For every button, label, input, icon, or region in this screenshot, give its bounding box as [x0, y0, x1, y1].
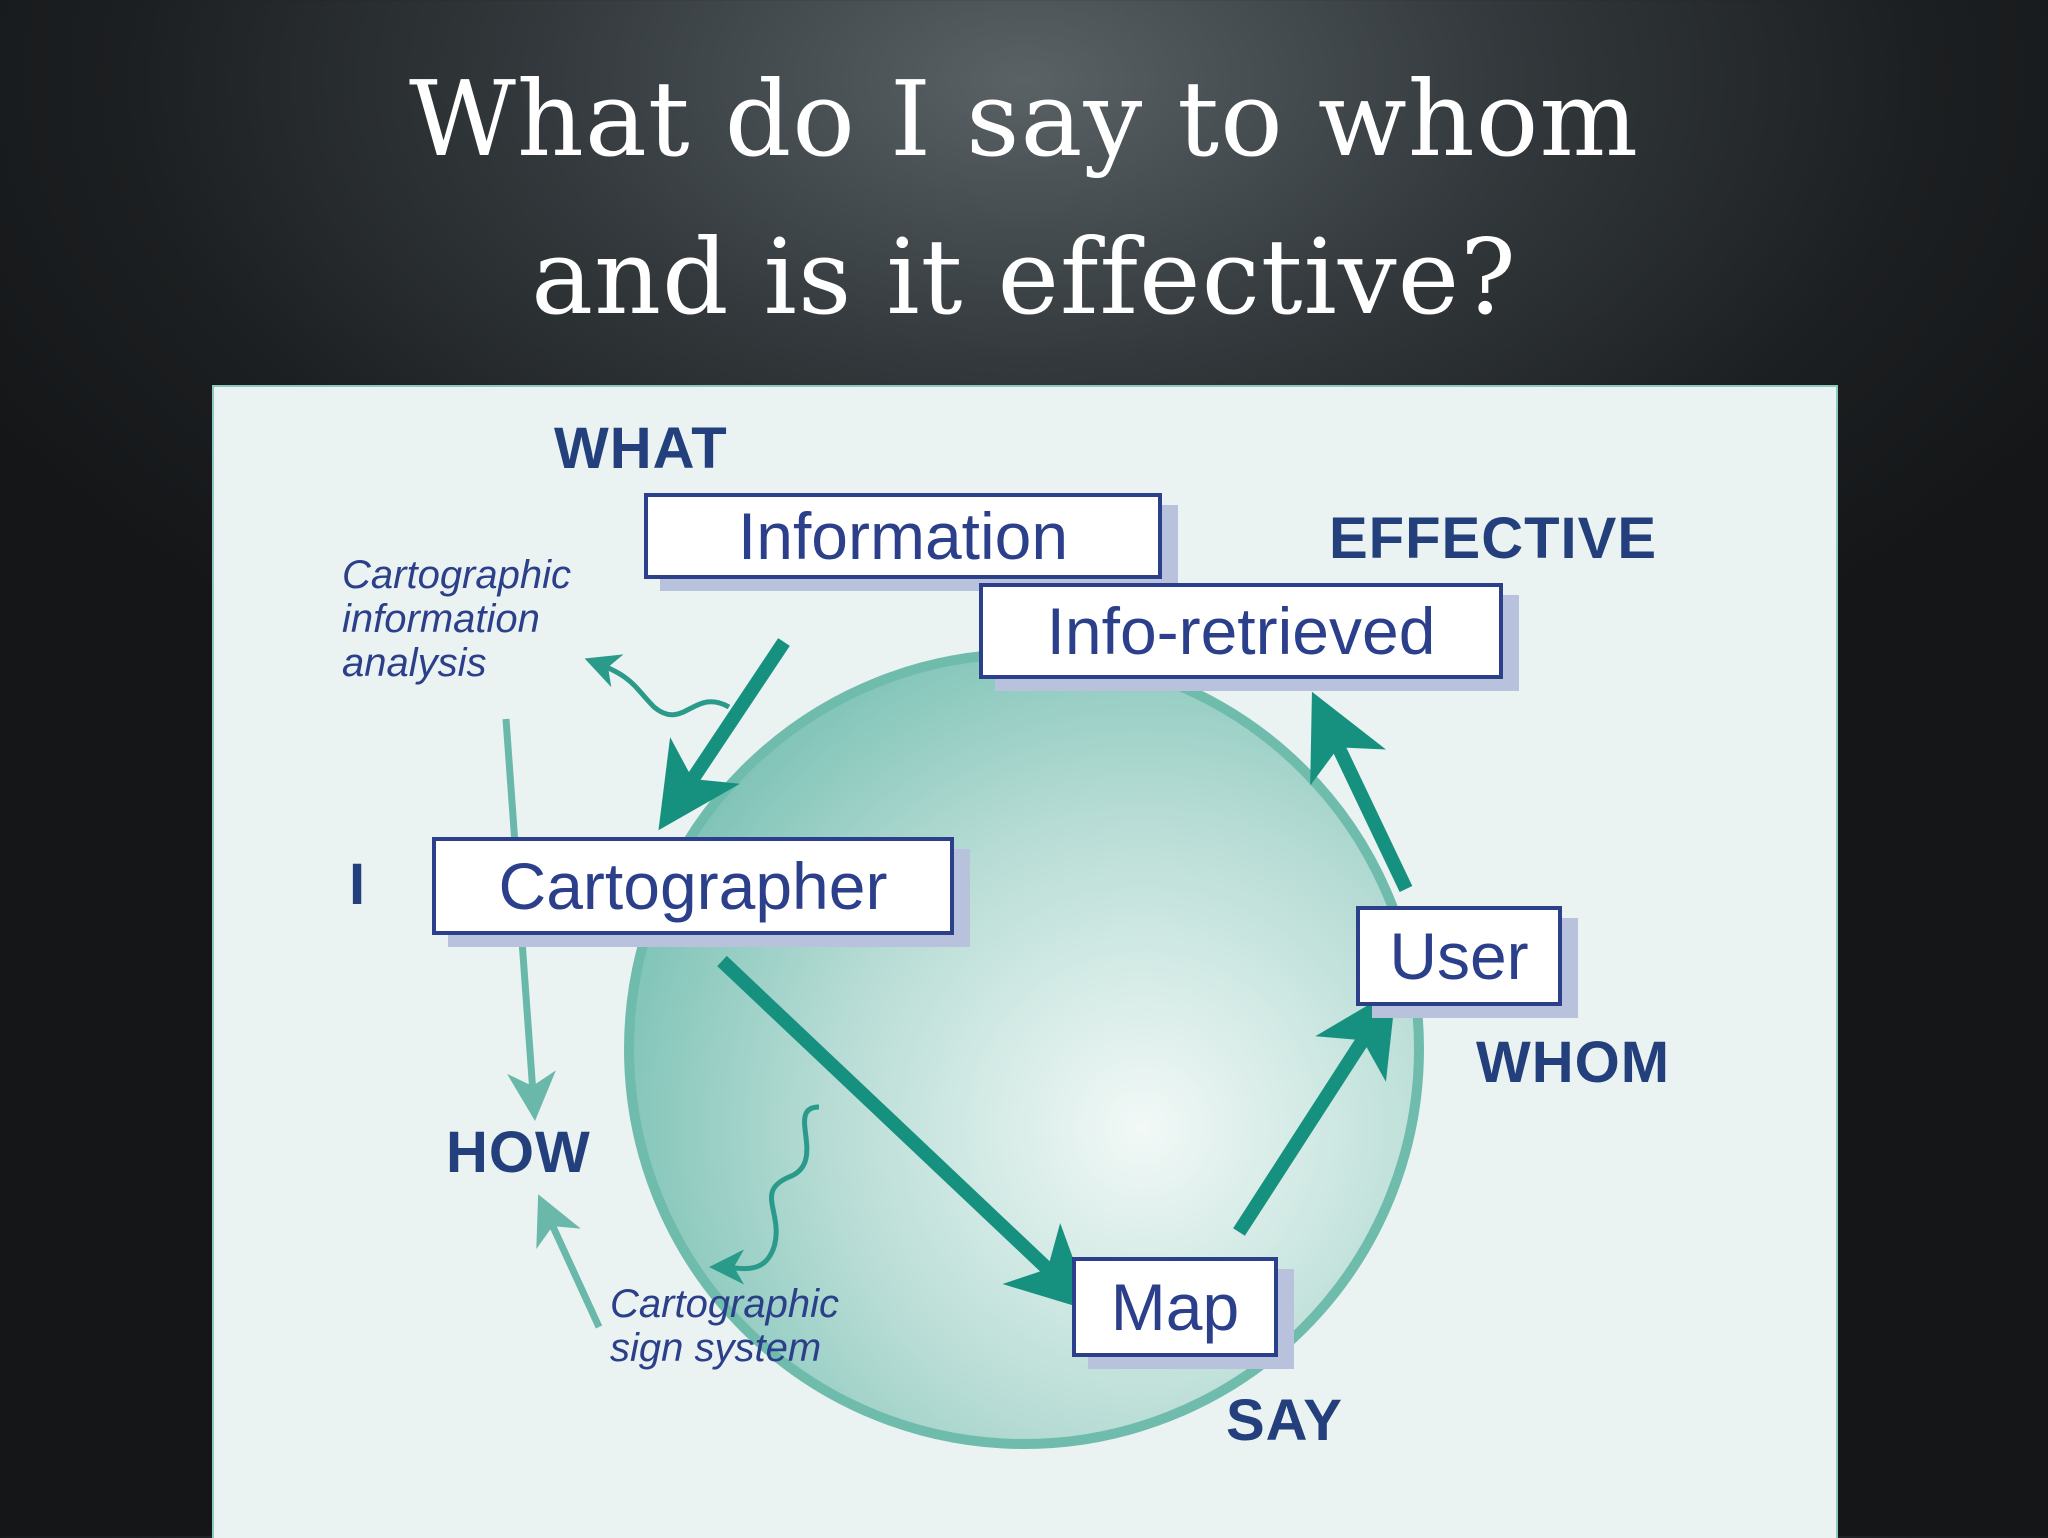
arrow-map-to-user: [1233, 988, 1397, 1236]
info-retrieved-label: Info-retrieved: [1046, 594, 1436, 668]
label-say: SAY: [1226, 1388, 1343, 1453]
user-label: User: [1389, 919, 1529, 993]
label-how: HOW: [446, 1120, 591, 1185]
map-label: Map: [1110, 1270, 1240, 1344]
user-box: User: [1356, 906, 1562, 1006]
arrow-user-to-info-retrieved: [1310, 691, 1413, 893]
label-i: I: [349, 852, 367, 917]
note-sign-line-1: Cartographic: [610, 1282, 840, 1326]
note-information-analysis: Cartographic information analysis: [342, 553, 571, 685]
slide-title: What do I say to whom and is it effectiv…: [0, 40, 2048, 356]
information-box: Information: [644, 493, 1162, 579]
note-analysis-line-2: information: [342, 597, 540, 641]
wavy-arrow-analysis: [584, 654, 731, 718]
label-what: WHAT: [554, 416, 728, 481]
arrow-information-to-cartographer: [658, 638, 790, 831]
cartographer-box: Cartographer: [432, 837, 954, 935]
communication-diagram: Information Info-retrieved Cartographer …: [212, 385, 1838, 1538]
note-analysis-line-3: analysis: [342, 641, 487, 685]
map-box: Map: [1072, 1257, 1278, 1357]
title-line-2: and is it effective?: [531, 216, 1517, 338]
info-retrieved-box: Info-retrieved: [979, 583, 1503, 679]
note-sign-line-2: sign system: [610, 1326, 822, 1370]
note-sign-system: Cartographic sign system: [610, 1282, 839, 1370]
wavy-arrow-sign-system: [709, 1104, 820, 1285]
arrow-cartographer-to-map: [717, 955, 1093, 1312]
arrow-sign-system-to-how: [536, 1194, 603, 1329]
label-effective: EFFECTIVE: [1329, 506, 1658, 571]
title-line-1: What do I say to whom: [409, 58, 1639, 180]
label-whom: WHOM: [1476, 1030, 1671, 1095]
information-label: Information: [737, 499, 1069, 573]
note-analysis-line-1: Cartographic: [342, 553, 572, 597]
cartographer-label: Cartographer: [498, 849, 888, 923]
